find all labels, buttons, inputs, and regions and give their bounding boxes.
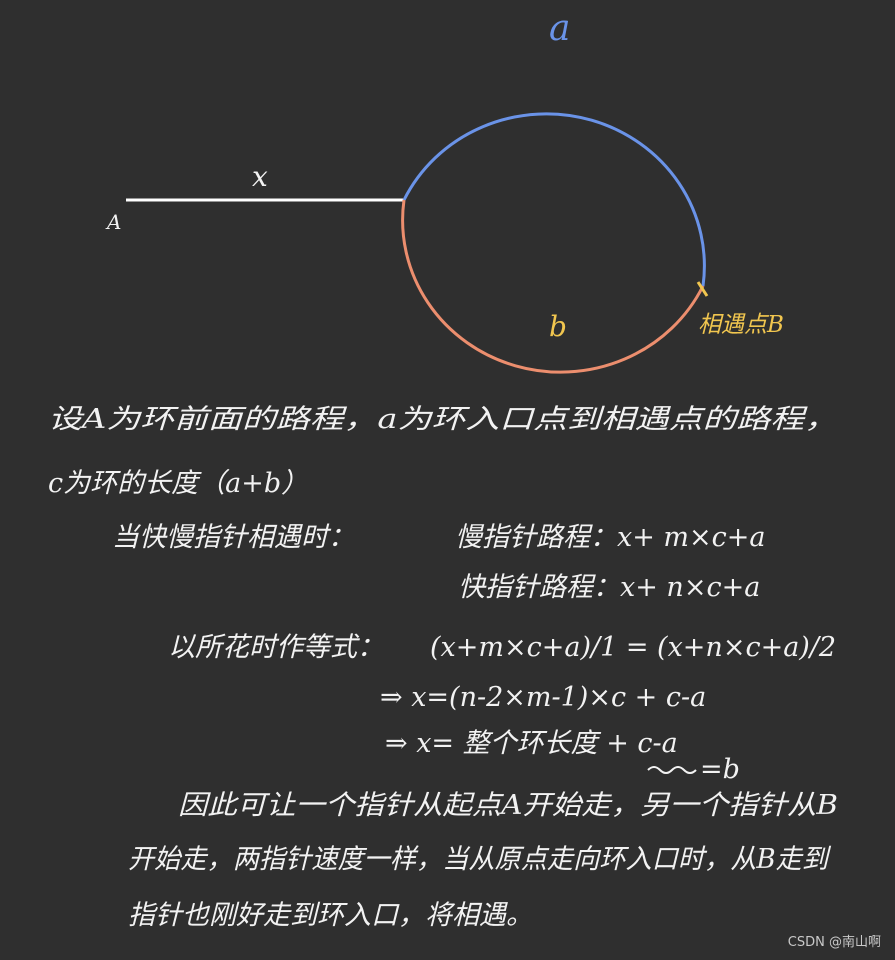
label-A: A (105, 210, 121, 234)
label-meet-point: 相遇点B (698, 312, 784, 338)
note-line-2: c为环的长度（a+b） (48, 468, 308, 499)
arc-a (402, 112, 706, 287)
underline-squiggle (647, 766, 697, 774)
note-line-10: 指针也刚好走到环入口，将相遇。 (128, 900, 533, 931)
note-line-3-left: 当快慢指针相遇时： (112, 522, 355, 553)
note-line-6: ⇒ x=(n-2×m-1)×c + c-a (380, 682, 706, 713)
note-line-3-right: 慢指针路程：x+ m×c+a (455, 522, 766, 553)
note-line-7: ⇒ x= 整个环长度 + c-a (385, 728, 678, 759)
note-line-9: 开始走，两指针速度一样，当从原点走向环入口时，从B走到 (128, 844, 832, 875)
note-line-7-b: =b (700, 754, 740, 785)
label-x: x (252, 160, 268, 193)
arc-b (401, 199, 705, 374)
label-a: a (549, 8, 570, 49)
label-b: b (549, 310, 567, 343)
note-line-5-right: (x+m×c+a)/1 = (x+n×c+a)/2 (430, 632, 836, 663)
note-line-5-left: 以所花时作等式： (168, 632, 384, 663)
csdn-watermark: CSDN @南山啊 (787, 935, 881, 950)
note-line-8: 因此可让一个指针从起点A开始走，另一个指针从B (178, 790, 838, 821)
meet-point-marker (696, 281, 709, 297)
note-line-1: 设A为环前面的路程，a为环入口点到相遇点的路程， (48, 404, 838, 435)
note-line-4: 快指针路程：x+ n×c+a (458, 572, 760, 603)
